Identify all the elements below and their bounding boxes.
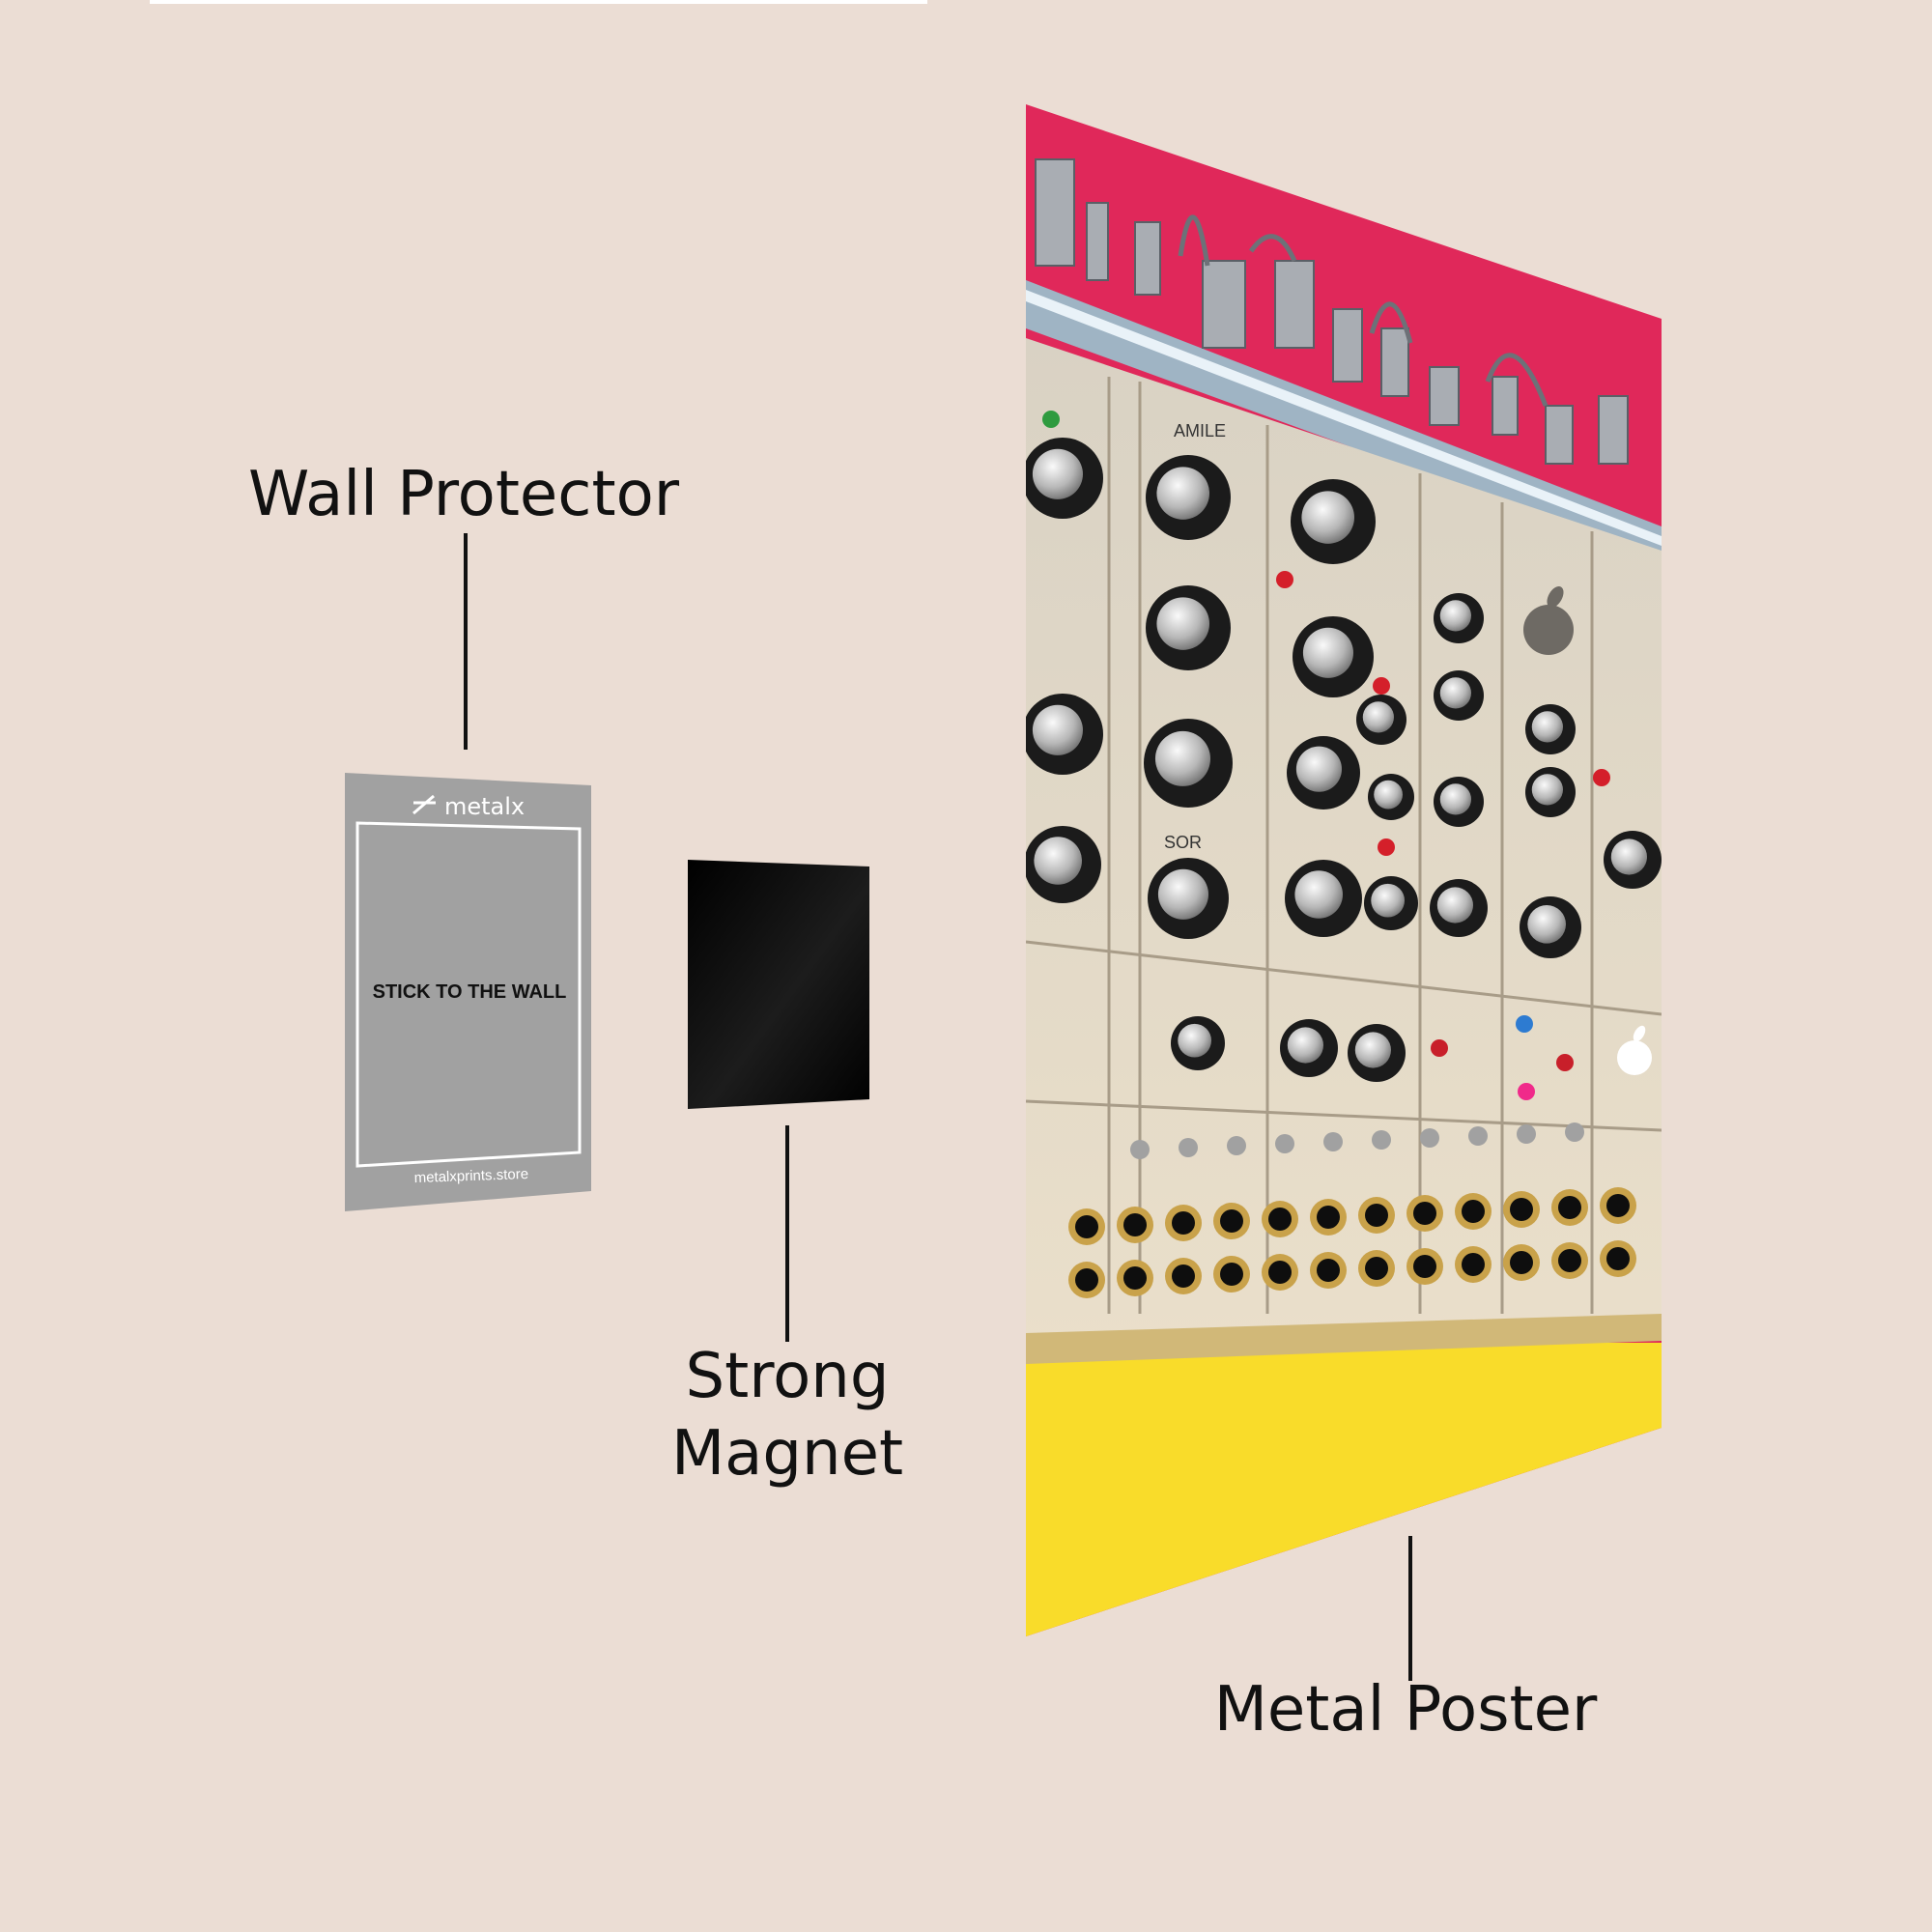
strong-magnet-label-line2: Magnet <box>670 1418 904 1490</box>
poster-knob <box>1520 896 1581 958</box>
poster-knob <box>1026 438 1103 519</box>
poster-knob <box>1287 736 1360 810</box>
poster-led <box>1373 677 1390 695</box>
poster-jack <box>1468 1126 1488 1146</box>
poster-knob <box>1348 1024 1406 1082</box>
poster-jack <box>1551 1242 1588 1279</box>
protector-brand-text: metalx <box>444 793 525 820</box>
poster-knob <box>1525 704 1576 754</box>
poster-knob <box>1144 719 1233 808</box>
poster-jack <box>1310 1199 1347 1236</box>
poster-led <box>1378 838 1395 856</box>
poster-jack <box>1068 1208 1105 1245</box>
apple-logo-icon <box>1523 586 1574 655</box>
protector-instruction-text: STICK TO THE WALL <box>373 981 567 1003</box>
apple-logo-icon <box>1617 1025 1652 1075</box>
poster-jack <box>1503 1191 1540 1228</box>
metal-poster-label: Metal Poster <box>1213 1674 1598 1746</box>
poster-led <box>1556 1054 1574 1071</box>
poster-jack <box>1420 1128 1439 1148</box>
poster-knob <box>1293 616 1374 697</box>
poster-jack <box>1262 1201 1298 1237</box>
poster-jack <box>1068 1262 1105 1298</box>
poster-knob <box>1026 826 1101 903</box>
poster-led <box>1518 1083 1535 1100</box>
poster-knob <box>1146 585 1231 670</box>
poster-jack <box>1455 1193 1492 1230</box>
poster-jack <box>1358 1250 1395 1287</box>
poster-jack <box>1358 1197 1395 1234</box>
wall-protector-card: metalx STICK TO THE WALL metalxprints.st… <box>345 773 591 1211</box>
wall-protector-label: Wall Protector <box>247 459 680 530</box>
poster-jack <box>1517 1124 1536 1144</box>
poster-jack <box>1117 1207 1153 1243</box>
poster-knob <box>1525 767 1576 817</box>
poster-jack <box>1310 1252 1347 1289</box>
poster-knob <box>1364 876 1418 930</box>
poster-module-a-text: AMILE <box>1174 421 1226 440</box>
poster-knob <box>1171 1016 1225 1070</box>
strong-magnet-leader-line <box>785 1125 789 1342</box>
poster-jack <box>1179 1138 1198 1157</box>
poster-jack <box>1503 1244 1540 1281</box>
poster-jack <box>1130 1140 1150 1159</box>
poster-knob <box>1434 670 1484 721</box>
top-edge-strip <box>150 0 927 4</box>
poster-knob <box>1148 858 1229 939</box>
strong-magnet-label-line1: Strong <box>685 1341 890 1412</box>
poster-led <box>1042 411 1060 428</box>
poster-knob <box>1280 1019 1338 1077</box>
metal-poster: AMILE SOR <box>1026 104 1662 1636</box>
poster-led <box>1431 1039 1448 1057</box>
poster-jack <box>1551 1189 1588 1226</box>
magnet-square <box>688 860 869 1109</box>
poster-jack <box>1227 1136 1246 1155</box>
poster-knob <box>1368 774 1414 820</box>
poster-jack <box>1165 1258 1202 1294</box>
strong-magnet-label: Strong Magnet <box>618 1338 956 1492</box>
poster-knob <box>1430 879 1488 937</box>
poster-jack <box>1406 1248 1443 1285</box>
poster-jack <box>1117 1260 1153 1296</box>
poster-knob <box>1356 695 1406 745</box>
poster-jack <box>1406 1195 1443 1232</box>
poster-jack <box>1262 1254 1298 1291</box>
protector-website-text: metalxprints.store <box>413 1166 528 1186</box>
poster-knob <box>1285 860 1362 937</box>
poster-knob <box>1026 694 1103 775</box>
wall-protector-leader-line <box>464 533 468 750</box>
poster-jack <box>1213 1256 1250 1293</box>
poster-knob <box>1291 479 1376 564</box>
poster-led <box>1593 769 1610 786</box>
poster-jack <box>1165 1205 1202 1241</box>
poster-jack <box>1372 1130 1391 1150</box>
metalx-logo-icon <box>412 794 436 815</box>
poster-led <box>1516 1015 1533 1033</box>
poster-jack <box>1600 1187 1636 1224</box>
poster-knob <box>1146 455 1231 540</box>
poster-jack <box>1565 1122 1584 1142</box>
poster-knob <box>1604 831 1662 889</box>
poster-module-b-text: SOR <box>1164 833 1202 852</box>
poster-jack <box>1213 1203 1250 1239</box>
poster-led <box>1276 571 1293 588</box>
poster-jack <box>1275 1134 1294 1153</box>
poster-jack <box>1323 1132 1343 1151</box>
poster-knob <box>1434 777 1484 827</box>
metal-poster-leader-line <box>1408 1536 1412 1681</box>
poster-jack <box>1600 1240 1636 1277</box>
poster-jack <box>1455 1246 1492 1283</box>
poster-knob <box>1434 593 1484 643</box>
